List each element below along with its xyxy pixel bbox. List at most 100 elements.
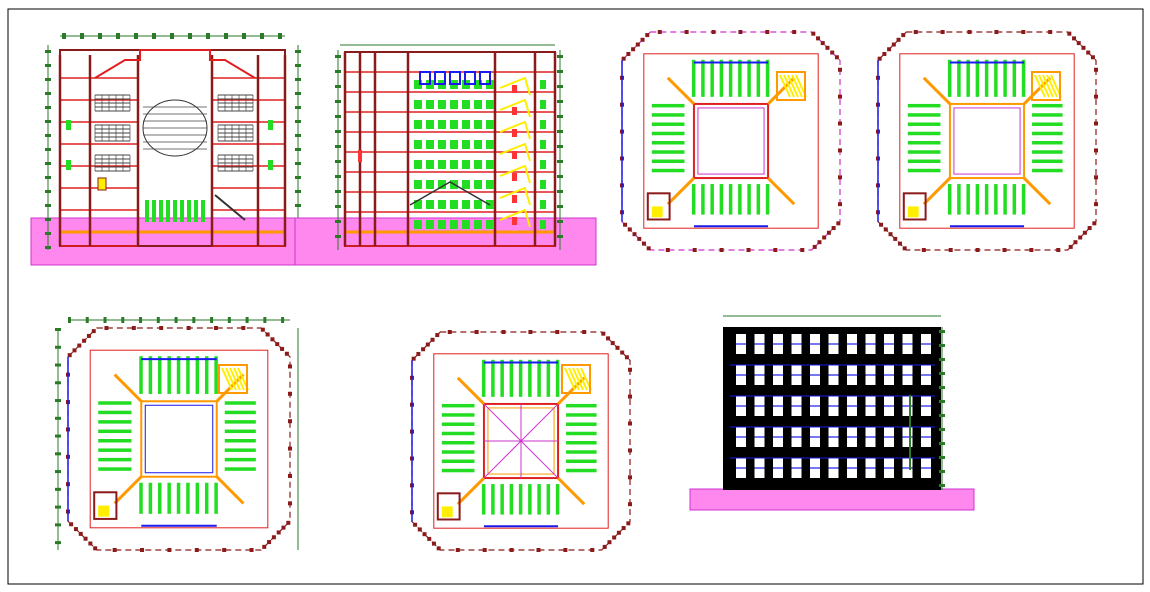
dimension-tick	[278, 33, 282, 39]
perimeter-column	[620, 350, 625, 355]
desk	[486, 100, 494, 109]
desk	[204, 482, 209, 514]
dimension-tick	[335, 130, 341, 133]
desk	[158, 356, 162, 394]
dimension-tick	[210, 317, 214, 323]
desk	[426, 160, 434, 169]
desk	[414, 140, 422, 149]
desk	[438, 160, 446, 169]
desk	[474, 120, 482, 129]
perimeter-column	[131, 326, 136, 330]
perimeter-column	[91, 329, 96, 334]
desk	[1032, 122, 1063, 126]
desk	[500, 359, 504, 397]
perimeter-column	[213, 326, 218, 330]
stair-mark	[512, 173, 517, 181]
desk	[540, 120, 546, 129]
desk	[975, 184, 980, 215]
perimeter-column	[665, 248, 670, 252]
desk	[195, 482, 200, 514]
desk	[765, 184, 770, 215]
perimeter-column	[891, 42, 896, 47]
perimeter-column	[528, 330, 533, 334]
desk	[738, 184, 742, 215]
perimeter-column	[812, 244, 817, 249]
dimension-tick	[295, 134, 301, 137]
desk	[1012, 184, 1017, 215]
dimension-tick	[55, 399, 61, 403]
perimeter-column	[738, 30, 743, 34]
corner-beam	[113, 475, 143, 505]
perimeter-column	[482, 548, 487, 552]
desk	[651, 168, 685, 173]
perimeter-column	[967, 30, 972, 34]
desk	[518, 359, 523, 397]
perimeter-column	[645, 33, 650, 38]
perimeter-column	[628, 367, 632, 372]
dimension-tick	[152, 33, 156, 39]
columns	[343, 52, 557, 246]
perimeter-column	[82, 338, 87, 343]
perimeter-column	[67, 353, 72, 358]
desk	[450, 100, 458, 109]
desk	[98, 439, 132, 443]
desk	[166, 200, 170, 222]
dimension-tick	[45, 134, 51, 137]
desk	[180, 200, 184, 222]
window	[419, 71, 431, 85]
desk	[450, 160, 458, 169]
dimension-tick	[939, 386, 945, 389]
desk	[566, 468, 597, 473]
desk	[486, 220, 494, 229]
perimeter-column	[159, 326, 164, 330]
green-desks	[66, 120, 273, 222]
desk	[268, 120, 273, 130]
dimension-lines	[723, 315, 945, 490]
desk	[414, 80, 422, 89]
inner-wall	[89, 349, 269, 529]
stair-flight	[499, 120, 531, 140]
perimeter-column	[692, 248, 697, 252]
desk	[984, 59, 989, 97]
desk	[441, 459, 475, 464]
dimension-tick	[557, 235, 563, 238]
dimension-tick	[335, 175, 341, 178]
desk	[462, 180, 470, 189]
perimeter-column	[1094, 67, 1098, 72]
desk	[414, 100, 422, 109]
dimension-tick	[45, 64, 51, 67]
perimeter-column	[879, 222, 884, 227]
desk	[414, 200, 422, 209]
perimeter-column	[711, 30, 716, 34]
dimension-tick	[557, 130, 563, 133]
perimeter-column	[616, 530, 621, 535]
dimension-tick	[174, 317, 178, 323]
perimeter-column	[800, 248, 805, 252]
dimension-tick	[295, 148, 301, 151]
stair-core	[1031, 71, 1061, 101]
perimeter-column	[838, 175, 842, 180]
desk	[214, 356, 218, 394]
perimeter-column	[270, 337, 275, 342]
desk	[1012, 59, 1017, 97]
perimeter-column	[1029, 248, 1034, 252]
perimeter-column	[509, 548, 514, 552]
perimeter-column	[602, 544, 607, 549]
corner-beam	[666, 176, 696, 206]
perimeter-column	[612, 535, 617, 540]
perimeter-column	[288, 391, 292, 396]
stair-step	[1042, 74, 1054, 98]
desk	[148, 356, 153, 394]
perimeter-column	[816, 36, 821, 41]
columns	[58, 55, 287, 246]
dimension-tick	[295, 176, 301, 179]
stair-step	[783, 74, 795, 98]
desk	[691, 59, 696, 97]
perimeter-column	[425, 342, 430, 347]
desk	[966, 59, 970, 97]
stair-step	[576, 367, 588, 391]
perimeter-column	[427, 536, 432, 541]
dimension-tick	[295, 204, 301, 207]
perimeter-column	[877, 56, 882, 61]
